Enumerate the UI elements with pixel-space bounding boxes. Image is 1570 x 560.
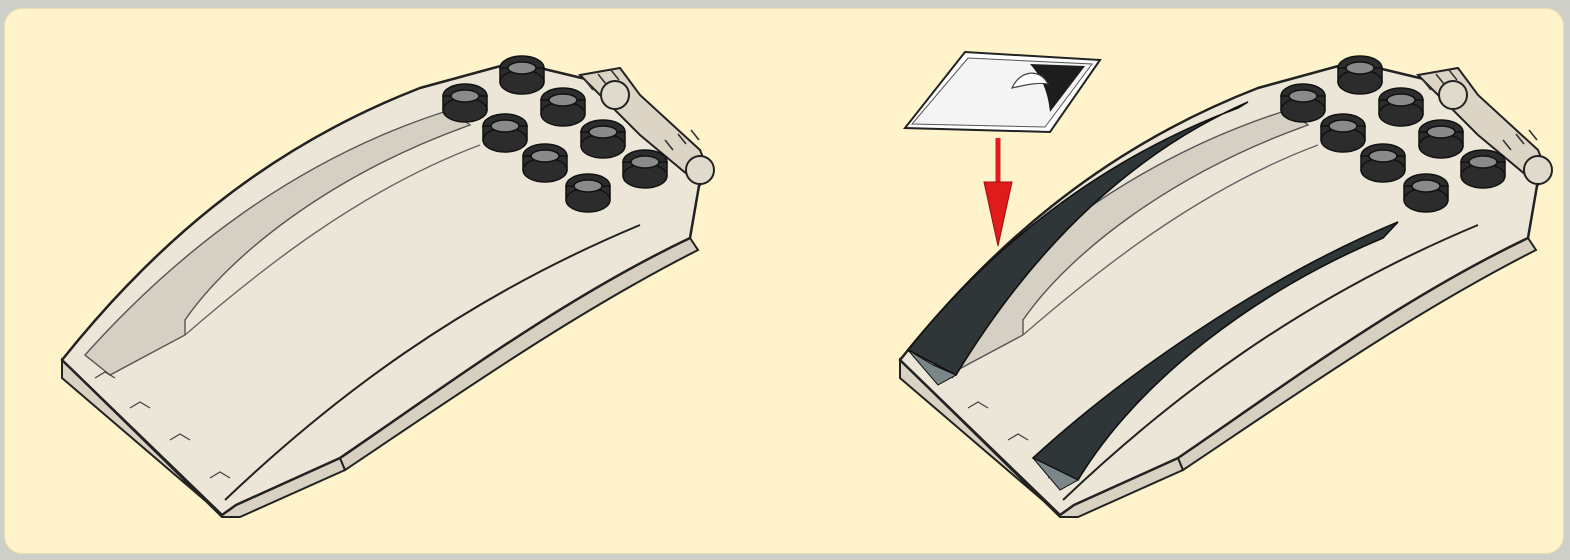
sticker-stripe-right [1031, 221, 1399, 482]
placement-arrow [983, 138, 1013, 247]
brick-after [898, 54, 1554, 519]
brick-before [60, 54, 716, 519]
sticker-stripe-left [906, 101, 1249, 377]
sticker-sheet [902, 50, 1102, 134]
